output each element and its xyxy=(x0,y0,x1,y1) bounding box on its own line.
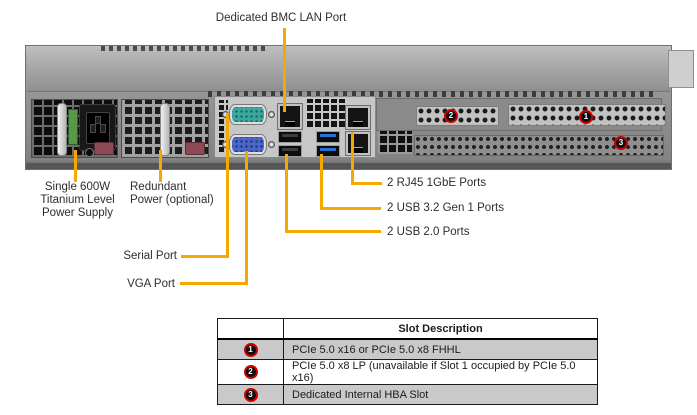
redundant-bay-latch xyxy=(185,142,205,155)
slot-description-cell: PCIe 5.0 x8 LP (unavailable if Slot 1 oc… xyxy=(283,359,598,385)
redundant-label-line1: Redundant xyxy=(130,181,187,193)
usb2-port-bottom xyxy=(278,145,302,157)
slot2-marker: 2 xyxy=(444,109,458,123)
usb32-port-top xyxy=(316,131,340,143)
slot3-marker: 3 xyxy=(614,136,628,150)
io-vent-column xyxy=(217,100,228,154)
table-header-row: Slot Description xyxy=(217,318,598,340)
psu-label: Single 600W Titanium Level Power Supply xyxy=(30,181,125,220)
psu-label-line2: Titanium Level xyxy=(40,194,115,206)
table-row: 2 PCIe 5.0 x8 LP (unavailable if Slot 1 … xyxy=(217,359,598,385)
bottom-vent-strip xyxy=(414,135,664,156)
usb-tongue xyxy=(320,148,336,151)
psu-label-sticker xyxy=(68,109,78,145)
screw xyxy=(268,111,275,118)
redundant-power-label: Redundant Power (optional) xyxy=(130,181,214,207)
serial-leader-line-v xyxy=(226,113,229,258)
ac-pin xyxy=(100,124,106,133)
expansion-slot-area: 2 1 3 xyxy=(376,96,666,158)
slot2-table-marker: 2 xyxy=(243,365,258,379)
slot-number-cell: 2 xyxy=(217,359,284,385)
slot-description-table: Slot Description 1 PCIe 5.0 x16 or PCIe … xyxy=(217,318,598,405)
psu-button xyxy=(85,148,94,157)
chassis-bottom-edge xyxy=(26,163,671,169)
psu-label-line3: Power Supply xyxy=(42,207,113,219)
io-panel xyxy=(214,96,376,158)
bmc-lan-port xyxy=(278,104,302,129)
chassis-body: 2 1 3 xyxy=(25,45,694,170)
usb20-leader-line-v xyxy=(285,154,288,233)
usb-tongue xyxy=(282,134,298,137)
slot-description-cell: PCIe 5.0 x16 or PCIe 5.0 x8 FHHL xyxy=(283,338,598,360)
usb-tongue xyxy=(320,134,336,137)
rj45-contact xyxy=(353,147,363,153)
table-row: 1 PCIe 5.0 x16 or PCIe 5.0 x8 FHHL xyxy=(217,338,598,360)
slot3-table-marker: 3 xyxy=(243,387,258,402)
psu-latch xyxy=(94,142,114,155)
redundant-power-bay xyxy=(121,99,209,158)
usb2-port-top xyxy=(278,131,302,143)
vga-leader-line-h xyxy=(180,282,248,285)
rj45-leader-line-h xyxy=(351,182,382,185)
screw xyxy=(268,141,275,148)
usb32-ports-label: 2 USB 3.2 Gen 1 Ports xyxy=(387,202,504,214)
psu-leader-line xyxy=(74,150,77,182)
gbe-lan-port-2 xyxy=(346,132,370,155)
usb20-ports-label: 2 USB 2.0 Ports xyxy=(387,226,470,238)
rack-ear-right xyxy=(668,50,694,88)
slot-description-cell: Dedicated Internal HBA Slot xyxy=(283,384,598,405)
usb32-leader-line-v xyxy=(320,154,323,210)
psu-label-line1: Single 600W xyxy=(44,181,111,193)
rj45-contact xyxy=(353,121,363,127)
power-supply-module xyxy=(31,99,118,158)
usb32-leader-line-h xyxy=(320,207,381,210)
rj45-contact xyxy=(285,121,295,127)
usb-tongue xyxy=(282,148,298,151)
redundant-bay-handle xyxy=(160,103,170,156)
table-header-empty-cell xyxy=(217,318,284,340)
io-vent-grid xyxy=(305,99,347,129)
ac-pin xyxy=(90,124,96,133)
slot1-marker: 1 xyxy=(579,110,593,124)
ac-inlet-opening xyxy=(86,112,110,144)
gbe-lan-port-1 xyxy=(346,106,370,129)
serial-leader-line-h xyxy=(181,255,229,258)
slot1-table-marker: 1 xyxy=(243,342,258,357)
chassis-top-vents xyxy=(101,46,266,51)
slot-number-cell: 1 xyxy=(217,338,284,360)
vga-port xyxy=(230,135,266,154)
slot-number-cell: 3 xyxy=(217,384,284,405)
redundant-label-line2: Power (optional) xyxy=(130,194,214,206)
vga-leader-line-v xyxy=(245,151,248,285)
bmc-lan-port-label: Dedicated BMC LAN Port xyxy=(215,12,347,24)
table-row: 3 Dedicated Internal HBA Slot xyxy=(217,384,598,405)
rear-face-vent-row xyxy=(208,91,653,97)
table-header-slot-description: Slot Description xyxy=(283,318,598,340)
redundant-leader-line xyxy=(159,150,162,182)
serial-port xyxy=(230,105,266,124)
rj45-leader-line-v xyxy=(351,132,354,185)
psu-handle xyxy=(57,103,67,156)
rj45-ports-label: 2 RJ45 1GbE Ports xyxy=(387,177,487,189)
bmc-leader-line xyxy=(283,28,286,112)
chassis-top-surface xyxy=(27,47,670,92)
usb20-leader-line-h xyxy=(285,230,381,233)
serial-port-label: Serial Port xyxy=(123,250,177,262)
vga-port-label: VGA Port xyxy=(127,278,175,290)
ac-pin xyxy=(95,116,101,124)
server-rear-view: 2 1 3 xyxy=(25,45,694,170)
